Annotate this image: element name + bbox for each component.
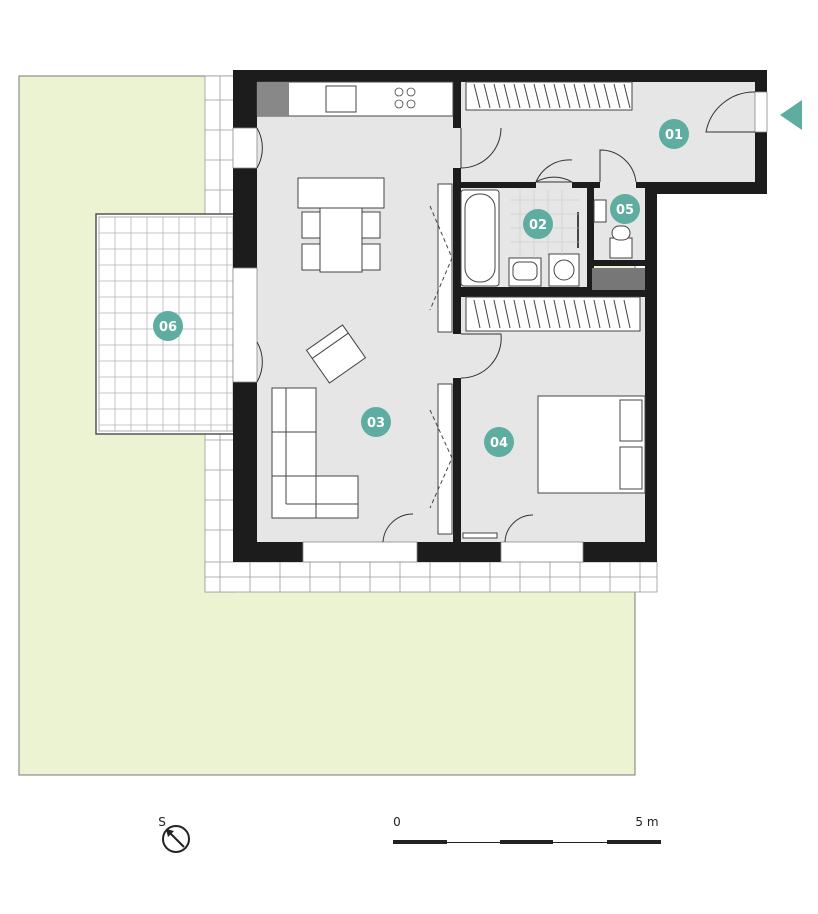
armchair	[305, 324, 367, 384]
room-label-03: 03	[367, 416, 385, 431]
kitchen-counter	[256, 81, 454, 117]
room-label-02: 02	[529, 218, 547, 233]
entrance-arrow-icon	[780, 100, 802, 130]
compass-icon: S	[158, 815, 190, 853]
bed	[537, 395, 646, 494]
service-counter	[592, 268, 645, 290]
room-label-01: 01	[665, 128, 683, 143]
bathroom-fixtures	[460, 189, 580, 287]
room-label-05: 05	[616, 203, 634, 218]
wc-fixtures	[593, 199, 633, 259]
room-badge-01: 01	[659, 119, 689, 149]
sliding-panels	[429, 183, 453, 535]
room-badge-04: 04	[484, 427, 514, 457]
room-badge-02: 02	[523, 209, 553, 239]
sofa	[271, 387, 359, 519]
wardrobe-bedroom	[465, 296, 641, 332]
compass-north-label: S	[158, 815, 166, 829]
room-badge-06: 06	[153, 311, 183, 341]
room-label-04: 04	[490, 436, 508, 451]
wardrobe-hall	[465, 81, 633, 111]
room-badge-05: 05	[610, 194, 640, 224]
door-swings	[256, 91, 756, 543]
room-badge-03: 03	[361, 407, 391, 437]
radiator	[462, 532, 498, 539]
scale-bar: 0 5 m	[393, 815, 661, 844]
door-gaps	[453, 128, 636, 378]
scale-end-label: 5 m	[635, 815, 658, 829]
scale-start-label: 0	[393, 815, 401, 829]
openings	[232, 91, 768, 563]
dining-table	[297, 177, 385, 273]
room-label-06: 06	[159, 320, 177, 335]
